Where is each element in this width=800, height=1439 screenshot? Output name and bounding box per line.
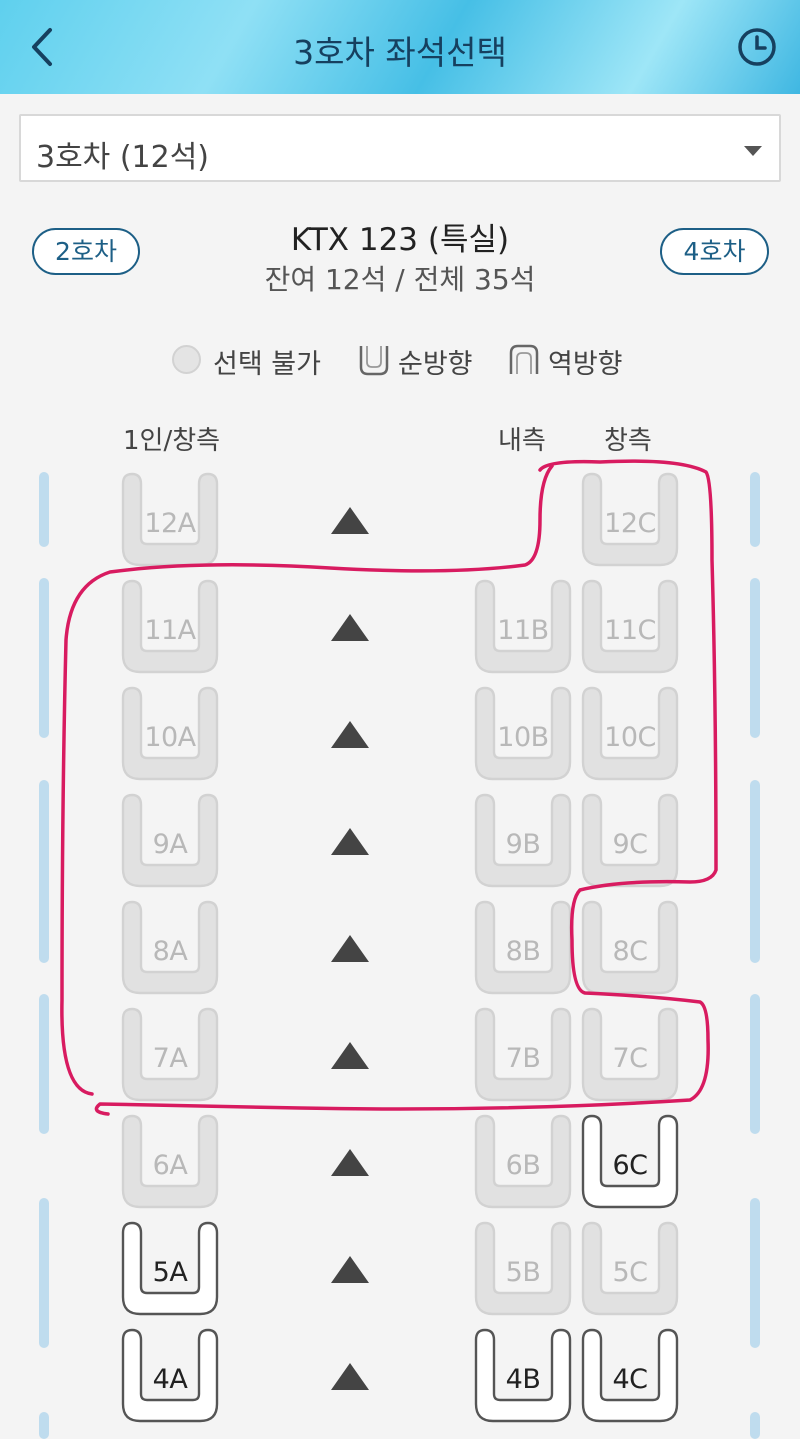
prev-car-button[interactable]: 2호차: [32, 228, 140, 275]
triangle-up-icon: [331, 935, 369, 962]
seat-label: 10B: [497, 722, 549, 753]
seat-label: 8B: [505, 936, 541, 967]
seat-4A[interactable]: 4A: [120, 1328, 220, 1424]
seat-label: 11A: [144, 615, 196, 646]
seat-8B: 8B: [473, 900, 573, 996]
seat-label: 9C: [612, 829, 648, 860]
seat-label: 12A: [144, 508, 196, 539]
seat-label: 5B: [505, 1257, 541, 1288]
car-select-value: 3호차 (12석): [36, 140, 210, 175]
legend-reverse: 역방향: [548, 349, 623, 380]
column-label-inner: 내측: [498, 426, 546, 456]
seat-7B: 7B: [473, 1007, 573, 1103]
seat-label: 10A: [144, 722, 196, 753]
seat-9A: 9A: [120, 793, 220, 889]
seat-label: 9A: [152, 829, 188, 860]
window-wall-left: [39, 1412, 49, 1439]
seat-4C[interactable]: 4C: [580, 1328, 680, 1424]
car-select-dropdown[interactable]: 3호차 (12석): [19, 114, 781, 182]
seat-8C: 8C: [580, 900, 680, 996]
window-wall-left: [39, 994, 49, 1134]
seat-12A: 12A: [120, 472, 220, 568]
seat-label: 8A: [152, 936, 188, 967]
forward-seat-icon: [359, 346, 389, 376]
column-label-left: 1인/창측: [123, 426, 221, 456]
seat-label: 4C: [612, 1364, 648, 1395]
window-wall-right: [750, 994, 760, 1134]
clock-icon[interactable]: [736, 26, 778, 68]
window-wall-left: [39, 472, 49, 547]
triangle-up-icon: [331, 828, 369, 855]
triangle-up-icon: [331, 1042, 369, 1069]
legend-unavailable: 선택 불가: [213, 349, 321, 380]
triangle-up-icon: [331, 1363, 369, 1390]
triangle-up-icon: [331, 721, 369, 748]
seat-5C: 5C: [580, 1221, 680, 1317]
seat-label: 10C: [604, 722, 656, 753]
legend-forward: 순방향: [398, 349, 473, 380]
window-wall-right: [750, 472, 760, 547]
train-name: KTX 123 (특실): [290, 222, 510, 258]
window-wall-right: [750, 1198, 760, 1348]
seat-11A: 11A: [120, 579, 220, 675]
seat-label: 5A: [152, 1257, 188, 1288]
window-wall-left: [39, 780, 49, 963]
unavailable-dot-icon: [172, 345, 201, 374]
seat-10C: 10C: [580, 686, 680, 782]
seat-label: 7C: [612, 1043, 648, 1074]
seat-4B[interactable]: 4B: [473, 1328, 573, 1424]
window-wall-left: [39, 578, 49, 738]
seat-label: 6C: [612, 1150, 648, 1181]
column-label-window: 창측: [604, 426, 652, 456]
seat-11B: 11B: [473, 579, 573, 675]
header: 3호차 좌석선택: [0, 0, 800, 94]
seat-6C[interactable]: 6C: [580, 1114, 680, 1210]
page-title: 3호차 좌석선택: [293, 33, 507, 72]
caret-down-icon: [744, 146, 762, 156]
seat-label: 7A: [152, 1043, 188, 1074]
chevron-left-icon[interactable]: [22, 24, 62, 70]
seat-8A: 8A: [120, 900, 220, 996]
seat-label: 8C: [612, 936, 648, 967]
seat-label: 7B: [505, 1043, 541, 1074]
seat-label: 4A: [152, 1364, 188, 1395]
seat-count: 잔여 12석 / 전체 35석: [264, 263, 536, 296]
triangle-up-icon: [331, 1149, 369, 1176]
seat-5A[interactable]: 5A: [120, 1221, 220, 1317]
seat-6A: 6A: [120, 1114, 220, 1210]
seat-10A: 10A: [120, 686, 220, 782]
window-wall-right: [750, 578, 760, 738]
seat-label: 6B: [505, 1150, 541, 1181]
seat-9B: 9B: [473, 793, 573, 889]
seat-12C: 12C: [580, 472, 680, 568]
seat-7C: 7C: [580, 1007, 680, 1103]
reverse-seat-icon: [509, 344, 539, 374]
seat-label: 11B: [497, 615, 549, 646]
seat-label: 4B: [505, 1364, 541, 1395]
seat-6B: 6B: [473, 1114, 573, 1210]
legend: 선택 불가 순방향 역방향: [0, 340, 800, 380]
seat-9C: 9C: [580, 793, 680, 889]
window-wall-right: [750, 780, 760, 963]
seat-11C: 11C: [580, 579, 680, 675]
seat-label: 5C: [612, 1257, 648, 1288]
triangle-up-icon: [331, 507, 369, 534]
window-wall-left: [39, 1198, 49, 1348]
triangle-up-icon: [331, 614, 369, 641]
seat-7A: 7A: [120, 1007, 220, 1103]
seat-label: 12C: [604, 508, 656, 539]
seat-label: 9B: [505, 829, 541, 860]
window-wall-right: [750, 1412, 760, 1439]
next-car-button[interactable]: 4호차: [660, 228, 769, 275]
seat-label: 6A: [152, 1150, 188, 1181]
seat-10B: 10B: [473, 686, 573, 782]
seat-5B: 5B: [473, 1221, 573, 1317]
seat-label: 11C: [604, 615, 656, 646]
triangle-up-icon: [331, 1256, 369, 1283]
